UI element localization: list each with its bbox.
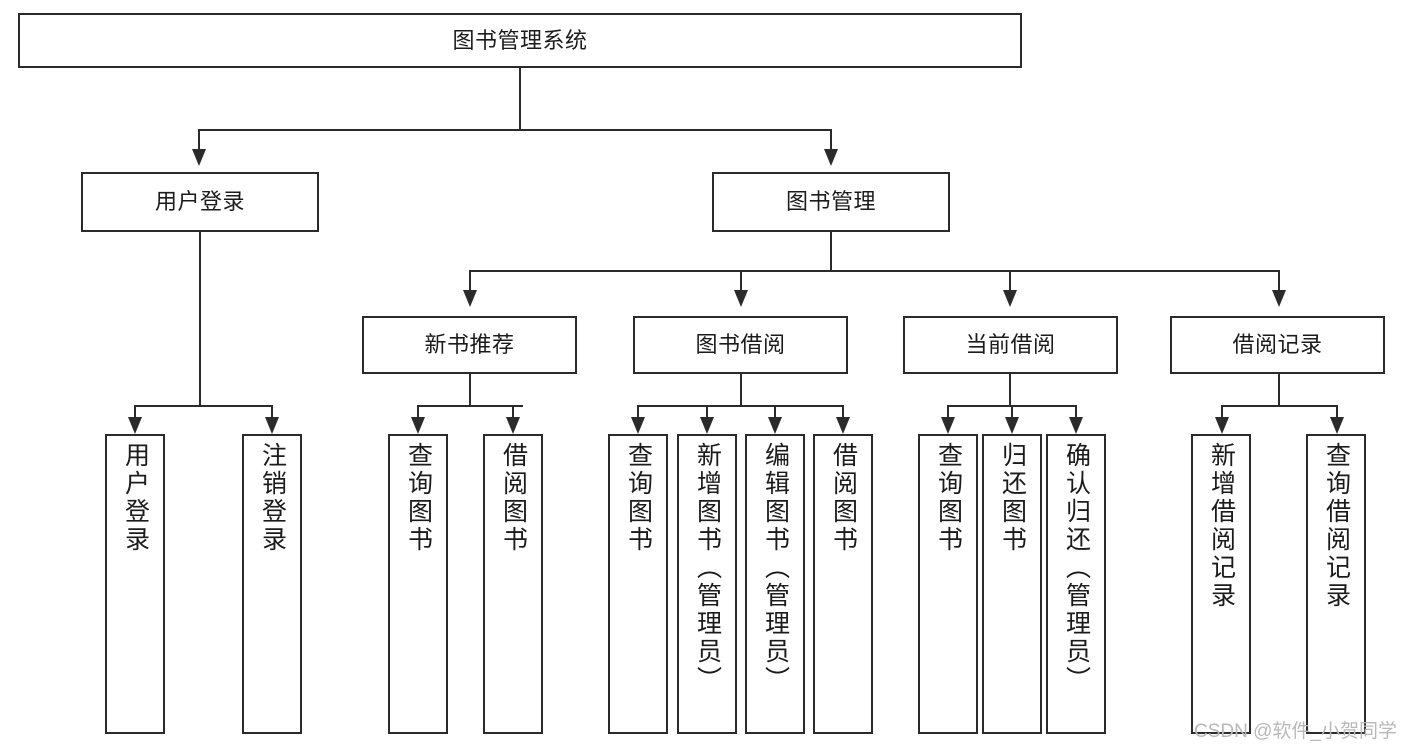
arrow-leaf-c1 [941,417,955,434]
arrow-records [1272,290,1286,307]
edge-drop-leaf-u2 [271,405,273,419]
edge-drop-leaf-r1 [1221,405,1223,419]
edge-records-stem [1278,374,1280,406]
edge-drop-book-manage [830,129,832,151]
node-new-book-recommend[interactable]: 新书推荐 [362,316,577,374]
node-label: 归还图书 [998,442,1027,554]
node-label: 查询图书 [404,442,433,554]
edge-drop-leaf-n1 [417,405,419,419]
edge-user-login-stem [199,232,201,406]
edge-drop-leaf-c3 [1075,405,1077,419]
leaf-user-login[interactable]: 用户登录 [105,434,165,734]
leaf-add-book-admin[interactable]: 新增图书（管理员） [677,434,737,734]
edge-drop-leaf-b3 [774,405,776,419]
edge-current-stem [1009,374,1011,406]
edge-drop-leaf-b2 [706,405,708,419]
leaf-borrow-book[interactable]: 借阅图书 [813,434,873,734]
leaf-add-borrow-record[interactable]: 新增借阅记录 [1191,434,1251,734]
node-book-management[interactable]: 图书管理 [712,172,950,232]
arrow-book-manage [824,149,838,166]
arrow-leaf-u2 [265,417,279,434]
arrow-new-books [463,290,477,307]
arrow-current [1003,290,1017,307]
node-label: 查询图书 [624,442,653,554]
edge-drop-user-login [198,129,200,151]
edge-drop-borrow [740,270,742,292]
edge-book-manage-stem [830,232,832,271]
arrow-user-login [192,149,206,166]
edge-drop-new-books [469,270,471,292]
leaf-edit-book-admin[interactable]: 编辑图书（管理员） [745,434,805,734]
arrow-leaf-b2 [700,417,714,434]
edge-root-stem [519,68,521,130]
arrow-leaf-n1 [411,417,425,434]
edge-root-bus [198,129,832,131]
leaf-logout[interactable]: 注销登录 [242,434,302,734]
edge-drop-leaf-b1 [637,405,639,419]
node-label: 图书借阅 [695,332,786,358]
node-book-borrow[interactable]: 图书借阅 [633,316,848,374]
node-borrow-records[interactable]: 借阅记录 [1170,316,1385,374]
node-label: 新增借阅记录 [1207,442,1236,610]
leaf-borrow-book-recommend[interactable]: 借阅图书 [483,434,543,734]
arrow-leaf-b3 [768,417,782,434]
edge-user-login-bus [134,405,272,407]
arrow-leaf-b4 [836,417,850,434]
leaf-query-borrow-record[interactable]: 查询借阅记录 [1306,434,1366,734]
edge-drop-leaf-c1 [947,405,949,419]
leaf-query-book-borrow[interactable]: 查询图书 [608,434,668,734]
node-current-borrow[interactable]: 当前借阅 [903,316,1118,374]
leaf-query-book-recommend[interactable]: 查询图书 [388,434,448,734]
node-label: 用户登录 [121,442,150,554]
node-label: 查询图书 [934,442,963,554]
arrow-leaf-c2 [1005,417,1019,434]
node-label: 图书管理系统 [452,27,588,53]
edge-drop-leaf-u1 [134,405,136,419]
edge-borrow-stem [740,374,742,406]
arrow-leaf-n2 [506,417,520,434]
node-label: 借阅图书 [829,442,858,554]
node-label: 新书推荐 [424,332,515,358]
node-label: 新增图书（管理员） [693,442,722,694]
arrow-borrow [734,290,748,307]
arrow-leaf-r1 [1215,417,1229,434]
leaf-query-book-current[interactable]: 查询图书 [918,434,978,734]
arrow-leaf-c3 [1069,417,1083,434]
edge-drop-records [1278,270,1280,292]
node-label: 借阅记录 [1232,332,1323,358]
edge-drop-leaf-r2 [1336,405,1338,419]
watermark: CSDN @软件_小贺同学 [1194,721,1397,742]
edge-records-bus [1221,405,1338,407]
edge-drop-leaf-n2 [512,405,514,419]
node-label: 借阅图书 [499,442,528,554]
node-label: 编辑图书（管理员） [761,442,790,694]
node-label: 图书管理 [785,189,876,215]
edge-drop-current [1009,270,1011,292]
edge-new-books-stem [469,374,471,406]
node-label: 用户登录 [154,189,245,215]
arrow-leaf-u1 [128,417,142,434]
leaf-return-book[interactable]: 归还图书 [982,434,1042,734]
leaf-confirm-return-admin[interactable]: 确认归还（管理员） [1046,434,1106,734]
node-label: 查询借阅记录 [1322,442,1351,610]
node-label: 当前借阅 [965,332,1056,358]
edge-drop-leaf-b4 [842,405,844,419]
edge-borrow-bus [637,405,844,407]
arrow-leaf-r2 [1330,417,1344,434]
edge-drop-leaf-c2 [1011,405,1013,419]
edge-new-books-bus [417,405,523,407]
node-user-login[interactable]: 用户登录 [81,172,319,232]
node-root[interactable]: 图书管理系统 [18,13,1022,68]
arrow-leaf-b1 [631,417,645,434]
node-label: 注销登录 [258,442,287,554]
node-label: 确认归还（管理员） [1062,442,1091,694]
edge-level3-bus [469,270,1279,272]
